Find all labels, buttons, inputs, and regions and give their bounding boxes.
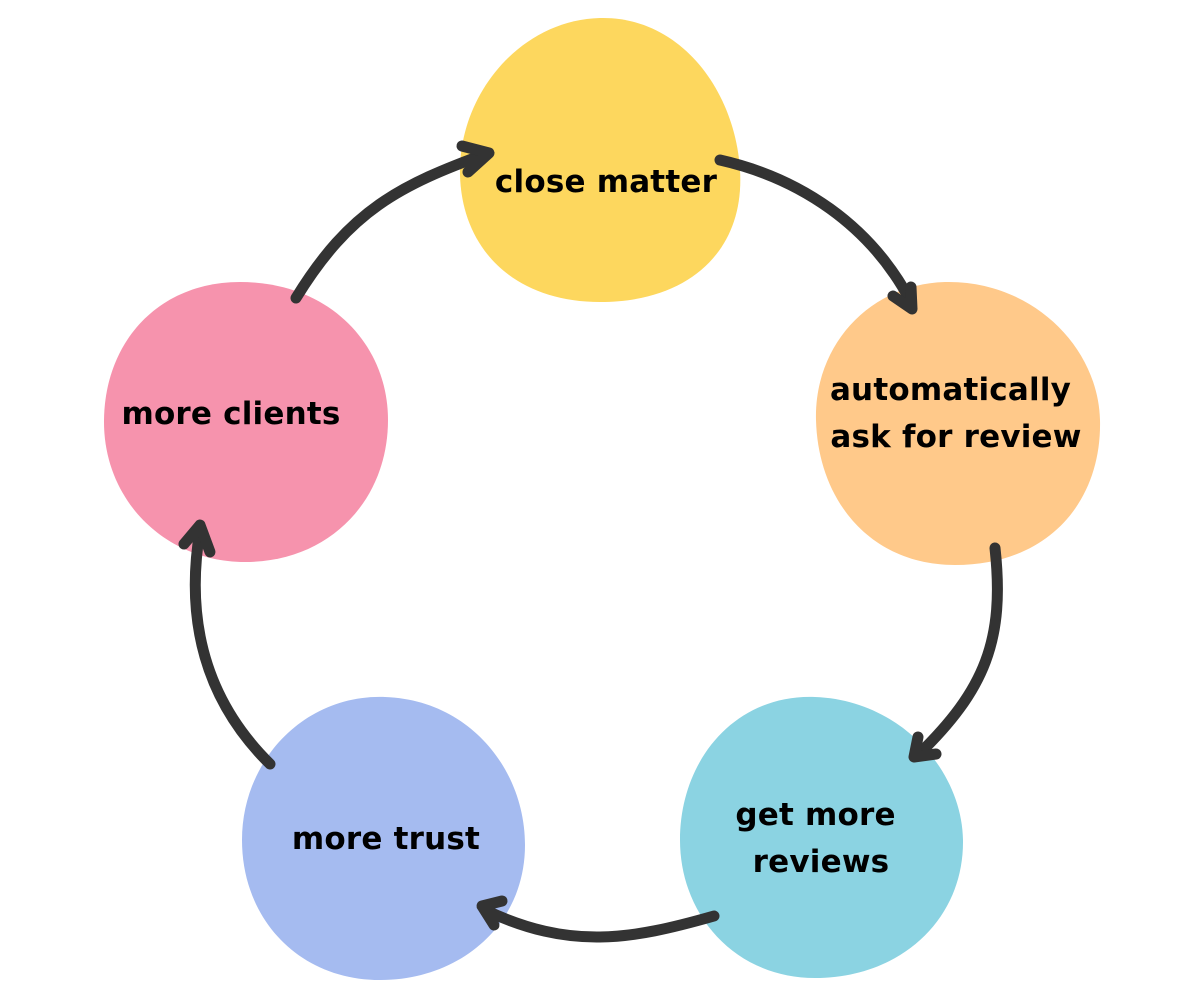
- arrow-line: [912, 542, 1003, 761]
- edge-close-matter-to-ask-for-review: [714, 154, 918, 315]
- node-get-more-reviews: get more reviews: [680, 696, 964, 978]
- arrow-head-icon: [908, 731, 942, 763]
- node-label-more-trust: more trust: [292, 821, 480, 857]
- node-more-clients: more clients: [103, 282, 388, 562]
- edge-more-clients-to-close-matter: [290, 140, 495, 304]
- node-close-matter: close matter: [459, 17, 741, 303]
- node-ask-for-review: automatically ask for review: [815, 281, 1101, 565]
- arrow-head-icon: [476, 895, 508, 931]
- node-label-ask-for-review: automatically ask for review: [830, 372, 1082, 455]
- edge-get-more-reviews-to-more-trust: [476, 895, 720, 943]
- node-blob-more-trust: [242, 696, 525, 980]
- edge-more-trust-to-more-clients: [178, 519, 276, 770]
- edge-ask-for-review-to-get-more-reviews: [908, 542, 1003, 763]
- arrow-line: [479, 904, 720, 943]
- node-more-trust: more trust: [242, 696, 525, 980]
- node-blob-more-clients: [103, 282, 388, 562]
- arrow-head-icon: [887, 281, 918, 315]
- arrow-line: [290, 147, 494, 304]
- arrow-head-icon: [178, 519, 216, 558]
- arrow-head-icon: [456, 140, 495, 178]
- node-blob-ask-for-review: [815, 281, 1101, 565]
- arrow-line: [714, 154, 916, 306]
- node-blob-close-matter: [459, 17, 741, 303]
- arrow-line: [189, 524, 276, 770]
- node-blob-get-more-reviews: [680, 696, 964, 978]
- node-label-more-clients: more clients: [121, 396, 340, 432]
- node-label-close-matter: close matter: [495, 164, 718, 200]
- node-label-get-more-reviews: get more reviews: [735, 797, 906, 880]
